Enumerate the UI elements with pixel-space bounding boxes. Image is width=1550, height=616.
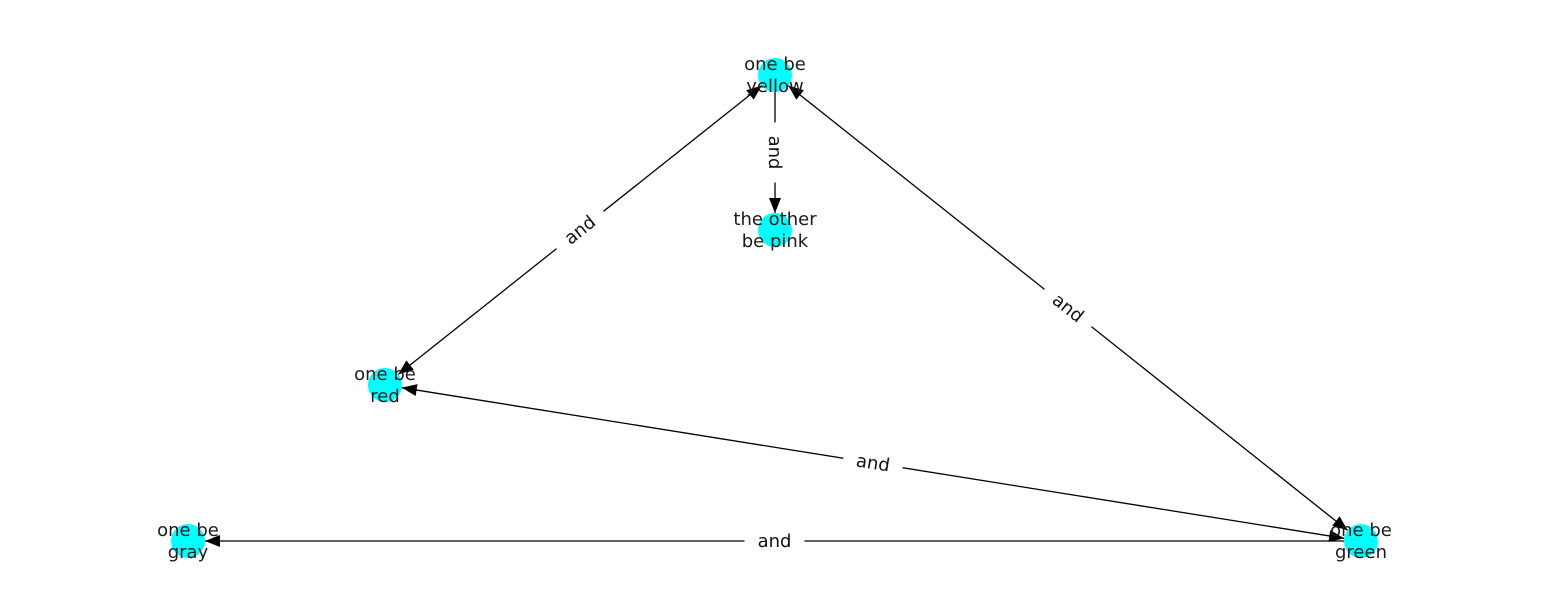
node-label-line: be pink <box>742 231 809 252</box>
edge-label-group: and <box>744 529 805 553</box>
node-label-line: red <box>370 386 400 407</box>
edge-label-background <box>1037 279 1099 337</box>
node-label-line: one be <box>354 364 416 385</box>
node-circle <box>758 213 792 247</box>
edge-label: and <box>764 136 785 170</box>
edge-label-background <box>744 529 805 553</box>
node-label-line: one be <box>744 54 806 75</box>
arrowhead-icon <box>1332 516 1348 531</box>
arrowhead-icon <box>401 384 418 396</box>
node-label-line: the other <box>733 209 817 230</box>
node-label-line: one be <box>157 520 219 541</box>
edge-label: and <box>758 531 792 552</box>
edge-label-background <box>549 201 611 259</box>
node-circle <box>171 524 205 558</box>
labels-layer: and and and and and <box>549 122 1099 553</box>
arrowhead-icon <box>1328 530 1345 542</box>
node-label-line: green <box>1335 542 1387 563</box>
node-label-line: gray <box>168 542 209 563</box>
node-label-line: one be <box>1330 520 1392 541</box>
node-circle <box>368 368 402 402</box>
edge-label-background <box>763 122 787 183</box>
arrowhead-icon <box>788 85 804 100</box>
edge-label-group: and <box>549 201 611 259</box>
arrowhead-icon <box>769 198 781 213</box>
node-circle <box>758 58 792 92</box>
edge-label-group: and <box>1037 279 1099 337</box>
edge-label-background <box>841 446 905 480</box>
arrowhead-icon <box>746 85 762 100</box>
arrowhead-icon <box>398 360 414 375</box>
edge-label-group: and <box>841 446 905 480</box>
node-label-line: yellow <box>746 76 803 97</box>
arrowhead-icon <box>205 535 220 547</box>
edge-label-group: and <box>763 122 787 183</box>
node-circle <box>1344 524 1378 558</box>
